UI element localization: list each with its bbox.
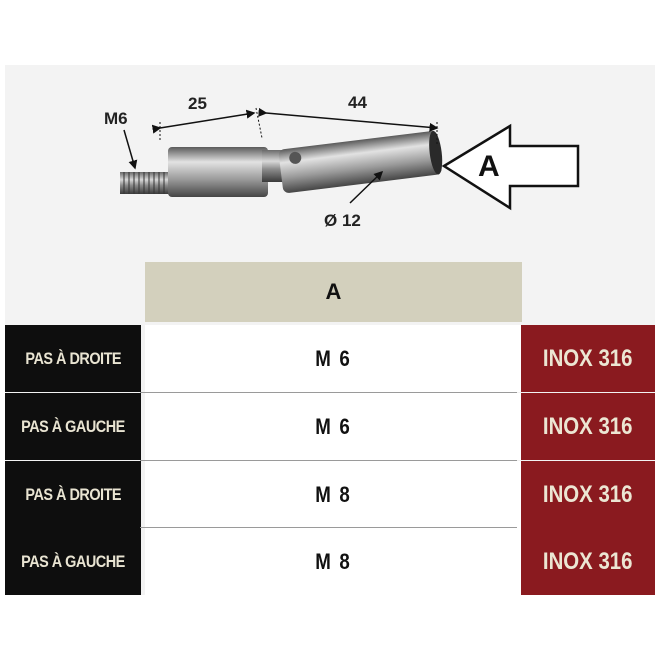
size-cell: M 8 [145, 461, 522, 528]
table-header-a: A [145, 262, 522, 322]
material-cell: INOX 316 [521, 528, 655, 595]
size-cell: M 6 [145, 393, 522, 460]
thread-leader-line [123, 129, 138, 170]
table-row: PAS À DROITE M 8 INOX 316 [5, 461, 655, 528]
thread-direction-cell: PAS À GAUCHE [5, 528, 141, 595]
product-diagram: M6 25 44 Ø 12 A [104, 93, 580, 230]
diameter-label: Ø 12 [324, 211, 361, 230]
row-divider [140, 460, 517, 461]
material-cell: INOX 316 [521, 325, 655, 392]
table-row: PAS À DROITE M 6 INOX 316 [5, 325, 655, 392]
size-cell: M 6 [145, 325, 522, 392]
hex-body [168, 147, 268, 197]
table-row: PAS À GAUCHE M 8 INOX 316 [5, 528, 655, 595]
thread-label: M6 [104, 109, 128, 128]
row-divider [140, 392, 517, 393]
table-row: PAS À GAUCHE M 6 INOX 316 [5, 393, 655, 460]
diameter-leader-line [349, 170, 384, 204]
threaded-stud [120, 172, 170, 194]
dimension-line-25 [151, 109, 256, 134]
size-cell: M 8 [145, 528, 522, 595]
material-cell: INOX 316 [521, 461, 655, 528]
thread-direction-cell: PAS À GAUCHE [5, 393, 141, 460]
row-divider [140, 527, 517, 528]
material-cell: INOX 316 [521, 393, 655, 460]
thread-direction-cell: PAS À DROITE [5, 461, 141, 528]
view-arrow [441, 123, 580, 211]
dimension-44-label: 44 [348, 93, 367, 112]
view-arrow-label: A [478, 150, 500, 183]
dimension-25-label: 25 [188, 94, 207, 113]
dimension-line-44 [258, 107, 439, 132]
tube-body [278, 130, 443, 193]
thread-direction-cell: PAS À DROITE [5, 325, 141, 392]
